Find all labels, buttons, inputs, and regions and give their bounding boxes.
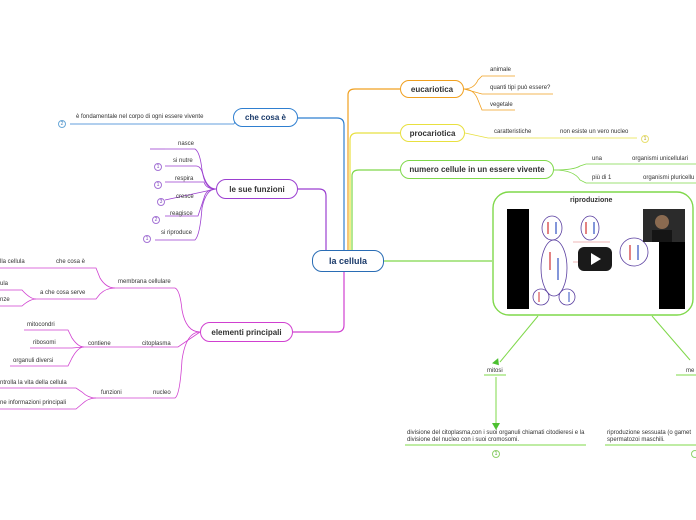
video-thumbnail[interactable]: [507, 209, 685, 309]
membrana-sub-serve: a che cosa serve: [40, 290, 86, 296]
membrana-label: membrana cellulare: [118, 279, 171, 285]
procariotica-badge-count: 1: [643, 136, 647, 142]
procariotica-item-caratteristiche: caratteristiche: [494, 129, 532, 135]
che-cosa-text: è fondamentale nel corpo di ogni essere …: [76, 114, 204, 120]
membrana-sub-che-cosa: che cosa è: [56, 259, 86, 265]
membrana-leaf-2: ula: [0, 281, 9, 287]
procariotica-item-nucleo: non esiste un vero nucleo: [560, 129, 629, 135]
meiosi-text: riproduzione sessuata (o gamet spermatoz…: [607, 430, 692, 443]
connector-funzioni: [298, 188, 327, 252]
funzioni-item-nasce: nasce: [178, 141, 195, 147]
connector-procariotica: [349, 132, 400, 252]
membrana-leaf-1: lla cellula: [0, 259, 25, 265]
nucleo-label: nucleo: [153, 390, 171, 396]
branch-funzioni[interactable]: le sue funzioni: [216, 179, 298, 199]
citoplasma-leaf-organuli: organuli diversi: [13, 358, 54, 364]
funzioni-badge-respira-count: 1: [156, 182, 160, 188]
funzioni-item-si-riproduce: si riproduce: [161, 230, 193, 236]
membrana-leaf-3: nze: [0, 297, 10, 303]
citoplasma-sub: contiene: [88, 341, 111, 347]
meiosi-badge[interactable]: [691, 450, 696, 458]
funzioni-badge-riproduce-count: 1: [145, 236, 149, 242]
funzioni-badge-respira[interactable]: 1: [154, 181, 162, 189]
funzioni-badge-reagisce[interactable]: 2: [152, 216, 160, 224]
numero-row-unicellulari: organismi unicellulari: [632, 156, 689, 162]
funzioni-item-si-nutre: si nutre: [173, 158, 193, 164]
funzioni-badge-nutre-count: 1: [156, 164, 160, 170]
connector-elementi: [293, 272, 345, 333]
numero-row-piu-di-1: più di 1: [592, 175, 612, 181]
mitosi-text: divisione del citoplasma,con i suoi orga…: [407, 430, 585, 443]
funzioni-badge-nutre[interactable]: 1: [154, 163, 162, 171]
mitosi-label[interactable]: mitosi: [487, 368, 503, 374]
riproduzione-title: riproduzione: [570, 197, 613, 204]
branch-eucariotica[interactable]: eucariotica: [400, 80, 464, 98]
nucleo-sub: funzioni: [101, 390, 122, 396]
funzioni-badge-riproduce[interactable]: 1: [143, 235, 151, 243]
branch-funzioni-label: le sue funzioni: [229, 184, 285, 194]
funzioni-item-reagisce: reagisce: [170, 211, 193, 217]
funzioni-badge-reagisce-count: 2: [154, 217, 158, 223]
nucleo-leaf-informazioni: ne informazioni principali: [0, 400, 67, 406]
eucariotica-item-vegetale: vegetale: [490, 102, 513, 108]
branch-procariotica-label: procariotica: [409, 128, 456, 138]
connector-che-cosa: [298, 117, 345, 252]
numero-row-pluricellulari: organismi pluricellu: [643, 175, 695, 181]
branch-eucariotica-label: eucariotica: [410, 84, 454, 94]
nucleo-leaf-controlla: ntrolla la vita della cellula: [0, 380, 67, 386]
branch-procariotica[interactable]: procariotica: [400, 124, 465, 142]
branch-elementi[interactable]: elementi principali: [200, 322, 293, 342]
citoplasma-label: citoplasma: [142, 341, 171, 347]
funzioni-badge-cresce-count: 3: [159, 199, 163, 205]
che-cosa-badge-count: 2: [60, 121, 64, 127]
eucariotica-item-animale: animale: [490, 67, 512, 73]
mitosi-badge[interactable]: 1: [492, 450, 500, 458]
central-node-label: la cellula: [328, 256, 368, 266]
branch-numero-cellule-label: numero cellule in un essere vivente: [409, 165, 545, 174]
numero-row-una: una: [592, 156, 603, 162]
citoplasma-leaf-ribosomi: ribosomi: [33, 340, 56, 346]
funzioni-item-cresce: cresce: [176, 194, 194, 200]
meiosi-label[interactable]: me: [686, 368, 695, 374]
branch-che-cosa[interactable]: che cosa è: [233, 108, 298, 127]
central-node[interactable]: la cellula: [312, 250, 384, 272]
eucariotica-item-quanti: quanti tipi può essere?: [490, 85, 551, 91]
connector-eucariotica: [347, 88, 400, 252]
procariotica-badge[interactable]: 1: [641, 135, 649, 143]
citoplasma-leaf-mitocondri: mitocondri: [27, 322, 55, 328]
mitosi-badge-count: 1: [494, 451, 498, 457]
branch-elementi-label: elementi principali: [211, 327, 282, 337]
connector-numero: [351, 169, 400, 252]
branch-numero-cellule[interactable]: numero cellule in un essere vivente: [400, 160, 554, 179]
branch-che-cosa-label: che cosa è: [245, 113, 286, 122]
funzioni-badge-cresce[interactable]: 3: [157, 198, 165, 206]
che-cosa-badge[interactable]: 2: [58, 120, 66, 128]
funzioni-item-respira: respira: [175, 176, 194, 182]
